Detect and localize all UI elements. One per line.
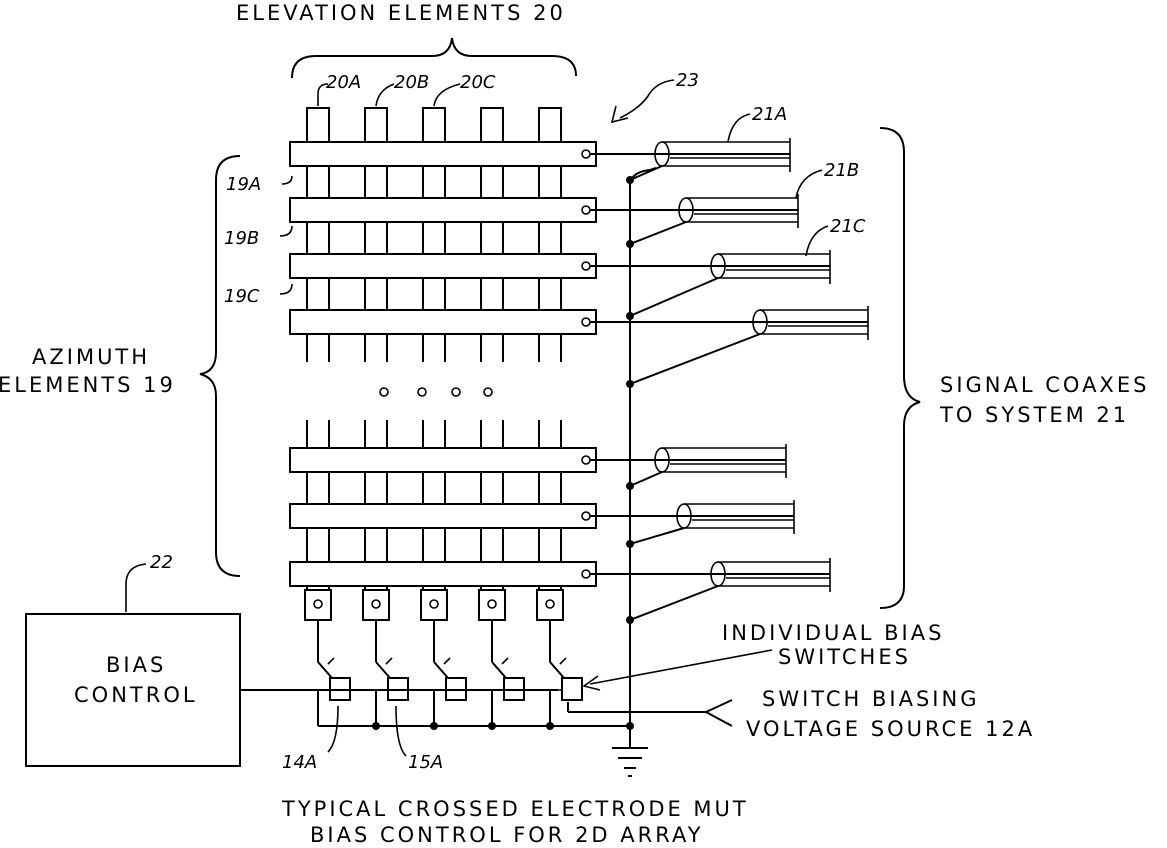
junction-dot	[626, 312, 634, 320]
elevation-column-top	[307, 108, 329, 142]
shield-ground-wire	[630, 334, 760, 384]
switch-blade	[376, 662, 390, 678]
elevation-terminal	[421, 590, 447, 620]
switches-label-line2: SWITCHES	[778, 645, 911, 669]
ref-21c: 21C	[830, 216, 866, 237]
azimuth-bar	[290, 198, 596, 222]
switch-tick	[560, 658, 566, 664]
azimuth-bars	[290, 142, 596, 586]
signal-label-line1: SIGNAL COAXES	[940, 373, 1149, 397]
shield-ground-wire	[630, 222, 686, 244]
switch-blade	[434, 662, 448, 678]
elevation-column-top	[423, 108, 445, 142]
ref-20b: 20B	[394, 72, 429, 93]
elevation-column-top	[481, 108, 503, 142]
azimuth-bar	[290, 448, 596, 472]
ref-20b-leader	[376, 84, 394, 106]
caption-line2: BIAS CONTROL FOR 2D ARRAY	[310, 823, 704, 847]
switch-box	[562, 678, 582, 700]
ref-22: 22	[150, 552, 173, 573]
elevation-terminal	[537, 590, 563, 620]
elevation-terminal	[305, 590, 331, 620]
shield-ground-wire	[630, 278, 718, 316]
voltage-source-symbol	[706, 700, 732, 726]
shield-ground-wire	[630, 586, 718, 620]
switch-tick	[502, 658, 508, 664]
ref-19b-leader	[280, 226, 292, 236]
junction-dot	[626, 616, 634, 624]
elevation-column-top	[539, 108, 561, 142]
junction-dot	[626, 540, 634, 548]
ref-19b: 19B	[224, 228, 259, 249]
switch-tick	[328, 658, 334, 664]
switches-arrow-line	[590, 650, 772, 684]
junction-dot	[626, 380, 634, 388]
ref-22-leader	[126, 564, 146, 612]
signal-brace	[880, 128, 920, 608]
ground-icon	[612, 748, 648, 776]
ref-15a: 15A	[408, 752, 443, 773]
continuation-dots	[380, 388, 492, 396]
ref-20a: 20A	[326, 72, 361, 93]
ref-21b: 21B	[824, 160, 859, 181]
ref-23: 23	[676, 70, 699, 91]
junction-dot	[626, 240, 634, 248]
ref-14a: 14A	[282, 752, 317, 773]
bias-control-line2: CONTROL	[74, 683, 198, 707]
ref-21a: 21A	[752, 104, 787, 125]
ref-14a-leader	[328, 706, 338, 752]
junction-dot	[626, 482, 634, 490]
shield-ground-wire	[630, 472, 662, 486]
elevation-column-top	[365, 108, 387, 142]
azimuth-brace	[200, 156, 240, 576]
ref-19c: 19C	[224, 286, 260, 307]
azimuth-bar	[290, 562, 596, 586]
azimuth-bar	[290, 142, 596, 166]
ref-23-leader	[620, 80, 674, 118]
ref-20c-leader	[434, 84, 460, 106]
switch-tick	[444, 658, 450, 664]
elevation-columns	[305, 108, 563, 620]
azimuth-label-line1: AZIMUTH	[32, 345, 150, 369]
azimuth-bar	[290, 310, 596, 334]
ref-21c-leader	[806, 226, 828, 256]
bias-control-line1: BIAS	[106, 653, 166, 677]
signal-label-line2: TO SYSTEM 21	[939, 403, 1129, 427]
switch-blade	[492, 662, 506, 678]
signal-coaxes	[590, 138, 868, 624]
ref-19a: 19A	[226, 174, 261, 195]
ref-23-arrowhead	[612, 106, 628, 122]
ref-20c: 20C	[460, 72, 496, 93]
caption-line1: TYPICAL CROSSED ELECTRODE MUT	[281, 797, 749, 821]
switch-blade	[550, 662, 564, 678]
ref-21b-leader	[796, 170, 822, 198]
elevation-terminal	[363, 590, 389, 620]
azimuth-bar	[290, 254, 596, 278]
source-label-line2: VOLTAGE SOURCE 12A	[746, 717, 1035, 741]
source-label-line1: SWITCH BIASING	[762, 687, 980, 711]
switch-tick	[386, 658, 392, 664]
ref-21a-leader	[728, 114, 750, 142]
ref-19a-leader	[282, 176, 292, 184]
bias-switches	[308, 620, 634, 730]
switch-blade	[318, 662, 332, 678]
elevation-terminal	[479, 590, 505, 620]
elevation-title: ELEVATION ELEMENTS 20	[236, 1, 566, 25]
ref-19c-leader	[280, 284, 292, 294]
azimuth-bar	[290, 504, 596, 528]
shield-ground-wire	[630, 166, 662, 180]
ref-15a-leader	[396, 706, 406, 756]
shield-ground-wire	[630, 528, 684, 544]
azimuth-label-line2: ELEMENTS 19	[0, 373, 176, 397]
switches-label-line1: INDIVIDUAL BIAS	[722, 621, 944, 645]
